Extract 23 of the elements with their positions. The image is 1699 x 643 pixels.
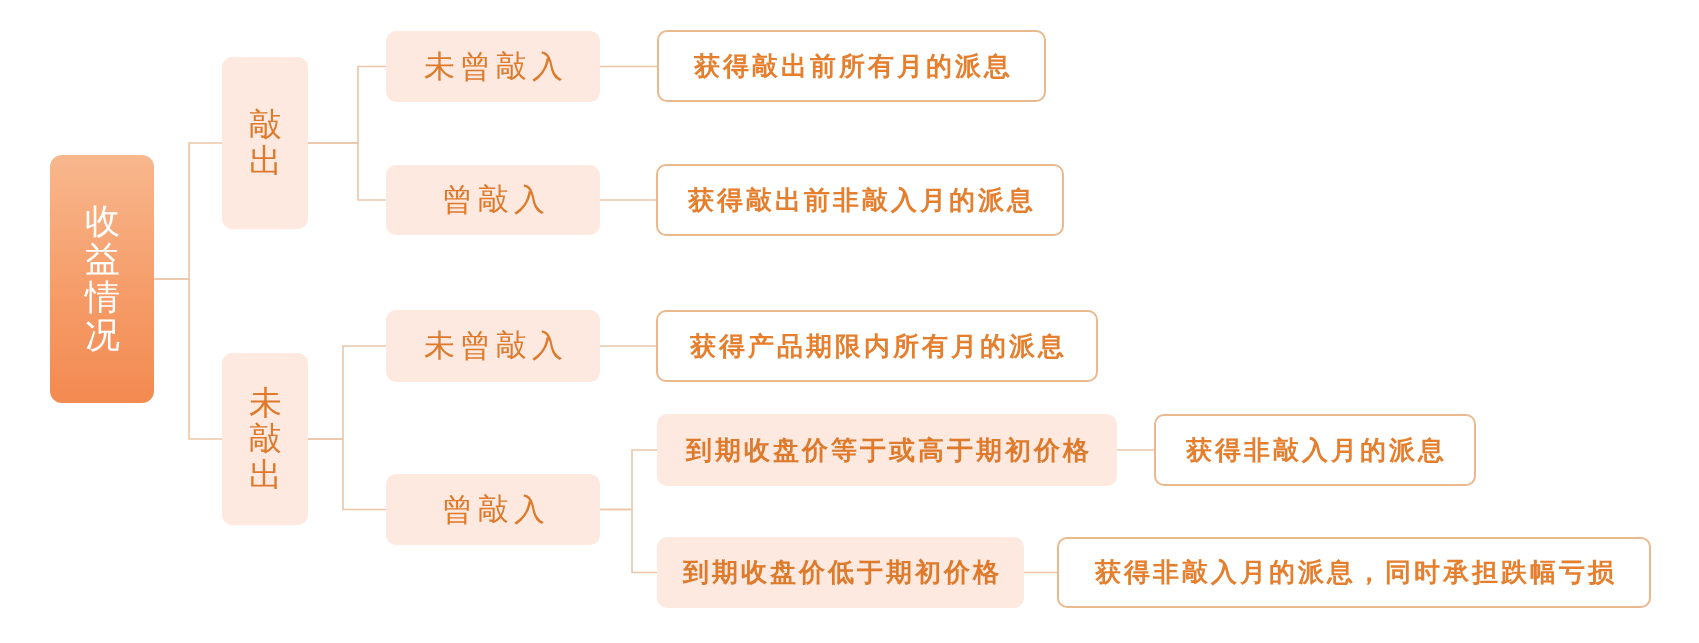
outcome-box: 获得产品期限内所有月的派息 (656, 310, 1098, 382)
connector-line (307, 142, 387, 201)
connector-line (153, 278, 223, 440)
connector-line (599, 199, 657, 201)
outcome-box: 获得敲出前所有月的派息 (657, 30, 1046, 102)
branch-box: 未敲出 (222, 353, 308, 525)
connector-line (1116, 449, 1155, 451)
outcome-box: 获得非敲入月的派息，同时承担跌幅亏损 (1057, 537, 1651, 608)
condition-box: 到期收盘价低于期初价格 (657, 537, 1024, 608)
branch-box: 未曾敲入 (386, 31, 600, 102)
connector-line (599, 65, 658, 68)
connector-line (1023, 571, 1058, 574)
branch-box: 曾敲入 (386, 474, 600, 545)
outcome-box: 获得非敲入月的派息 (1154, 414, 1476, 486)
connector-line (599, 508, 658, 574)
branch-box: 曾敲入 (386, 165, 600, 235)
branch-box: 敲出 (222, 57, 308, 229)
branch-box: 未曾敲入 (386, 310, 600, 382)
outcome-box: 获得敲出前非敲入月的派息 (656, 164, 1064, 236)
connector-line (307, 438, 387, 511)
root-topic-box: 收益情况 (50, 155, 154, 403)
condition-box: 到期收盘价等于或高于期初价格 (657, 414, 1117, 486)
connector-line (599, 345, 657, 347)
